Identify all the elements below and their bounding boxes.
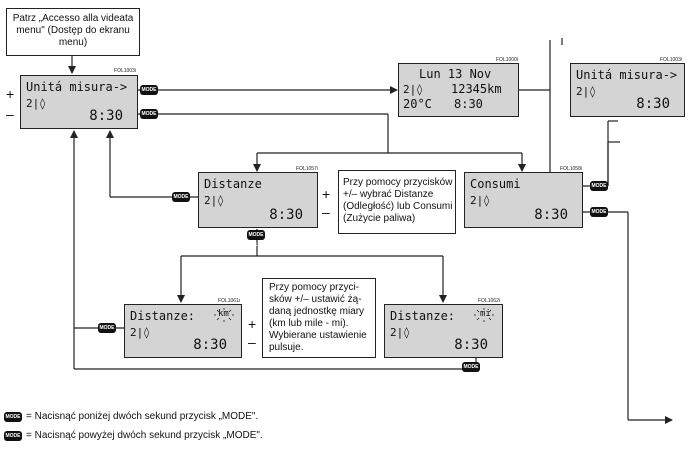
note-select-distanze-consumi: Przy pomocy przycisków +/– wybrać Distan… [338, 170, 456, 234]
note-line-5: Wybierane ustawienie [269, 330, 367, 341]
figure-code: FOL1003i [660, 57, 682, 63]
note-line-1: Przy pomocy przyci- [269, 282, 360, 293]
plus-sign[interactable]: + [248, 316, 257, 332]
display-line-2: 2|◊ [26, 97, 46, 110]
display-line-1: Consumi [470, 177, 521, 191]
legend-long-press: = Nacisnąć powyżej dwóch sekund przycisk… [26, 430, 263, 441]
display-unita-misura-right: Unitá misura-> 2|◊ 8:30 [570, 63, 685, 117]
mode1-button[interactable]: MODE 1 [98, 323, 116, 341]
display-line-1: Distanze: [130, 309, 196, 323]
figure-code: FOL1062i [478, 298, 500, 304]
display-date-line: Lun 13 Nov [419, 67, 492, 81]
display-time: 8:30 [269, 207, 303, 223]
display-time: 8:30 [193, 337, 227, 353]
blink-rays-icon [214, 308, 234, 322]
display-distanze: Distanze 2|◊ 8:30 [198, 172, 318, 228]
figure-code: FOL1057i [296, 166, 318, 172]
display-distanze-mi: Distanze: mi 2|◊ 8:30 [384, 304, 503, 358]
intro-line-2: menu" (Dostęp do ekranu [16, 25, 130, 36]
display-unita-misura: Unitá misura-> 2|◊ 8:30 [20, 75, 138, 129]
note-line-1: Przy pomocy przycisków [343, 177, 453, 188]
figure-code: FOL1058i [560, 166, 582, 172]
display-temperature: 20°C [403, 97, 432, 111]
display-time: 8:30 [636, 96, 670, 112]
legend-mode2-button: MODE 2 [4, 431, 22, 449]
display-time: 8:30 [89, 108, 123, 124]
figure-code: FOL1061i [218, 298, 240, 304]
legend-mode1-button: MODE 1 [4, 412, 22, 430]
display-line-1: Distanze [204, 177, 262, 191]
display-time: 8:30 [454, 97, 483, 111]
note-line-2: sków +/– ustawić żą- [269, 294, 362, 305]
display-time: 8:30 [454, 337, 488, 353]
figure-code: FOL1000i [496, 57, 518, 63]
mode2-button[interactable]: MODE 2 [172, 192, 190, 210]
mode1-button[interactable]: MODE 1 [462, 362, 480, 380]
display-date: Lun 13 Nov 2|◊ 12345km 20°C 8:30 [398, 63, 519, 117]
legend-short-press: = Nacisnąć poniżej dwóch sekund przycisk… [26, 411, 259, 422]
display-line-2: 2|◊ [130, 326, 150, 339]
display-line-1: Unitá misura-> [576, 68, 678, 82]
note-set-unit: Przy pomocy przyci- sków +/– ustawić żą-… [262, 278, 376, 358]
figure-code: FOL1003i [114, 68, 136, 74]
note-line-2: +/– wybrać Distanze [343, 189, 434, 200]
intro-line-3: menu) [58, 37, 88, 48]
display-line-2: 2|◊ [204, 194, 224, 207]
plus-sign[interactable]: + [322, 186, 331, 202]
display-unit-mi: mi [480, 309, 491, 319]
blink-rays-icon [474, 308, 494, 322]
note-line-4: (Zużycie paliwa) [343, 213, 416, 224]
minus-sign[interactable]: – [322, 204, 330, 220]
display-icon-line: 2|◊ [403, 83, 423, 96]
display-line-1: Distanze: [390, 309, 456, 323]
mode1-button[interactable]: MODE 1 [590, 207, 608, 225]
note-line-3: daną jednostkę miary [269, 306, 365, 317]
display-line-2: 2|◊ [576, 85, 596, 98]
mode2-button[interactable]: MODE 2 [140, 85, 158, 103]
note-line-4: (km lub mile - mi). [269, 318, 349, 329]
display-distanze-km: Distanze: km 2|◊ 8:30 [124, 304, 242, 358]
plus-sign-left[interactable]: + [6, 86, 15, 102]
display-line-2: 2|◊ [470, 194, 490, 207]
mode2-button[interactable]: MODE 2 [590, 181, 608, 199]
mode1-button[interactable]: MODE 1 [247, 230, 265, 248]
display-line-1: Unitá misura-> [26, 80, 128, 94]
display-time: 8:30 [534, 207, 568, 223]
display-consumi: Consumi 2|◊ 8:30 [464, 172, 583, 228]
display-unit-km: km [218, 309, 229, 319]
minus-sign[interactable]: – [248, 334, 256, 350]
intro-line-1: Patrz „Accesso alla videata [12, 13, 134, 24]
minus-sign-left[interactable]: – [6, 106, 14, 122]
note-line-3: (Odległość) lub Consumi [343, 201, 453, 212]
mode1-button[interactable]: MODE 1 [140, 109, 158, 127]
note-line-6: pulsuje. [269, 342, 304, 353]
display-line-2: 2|◊ [390, 326, 410, 339]
display-odometer: 12345km [451, 82, 502, 96]
intro-note: Patrz „Accesso alla videata menu" (Dostę… [6, 8, 140, 56]
